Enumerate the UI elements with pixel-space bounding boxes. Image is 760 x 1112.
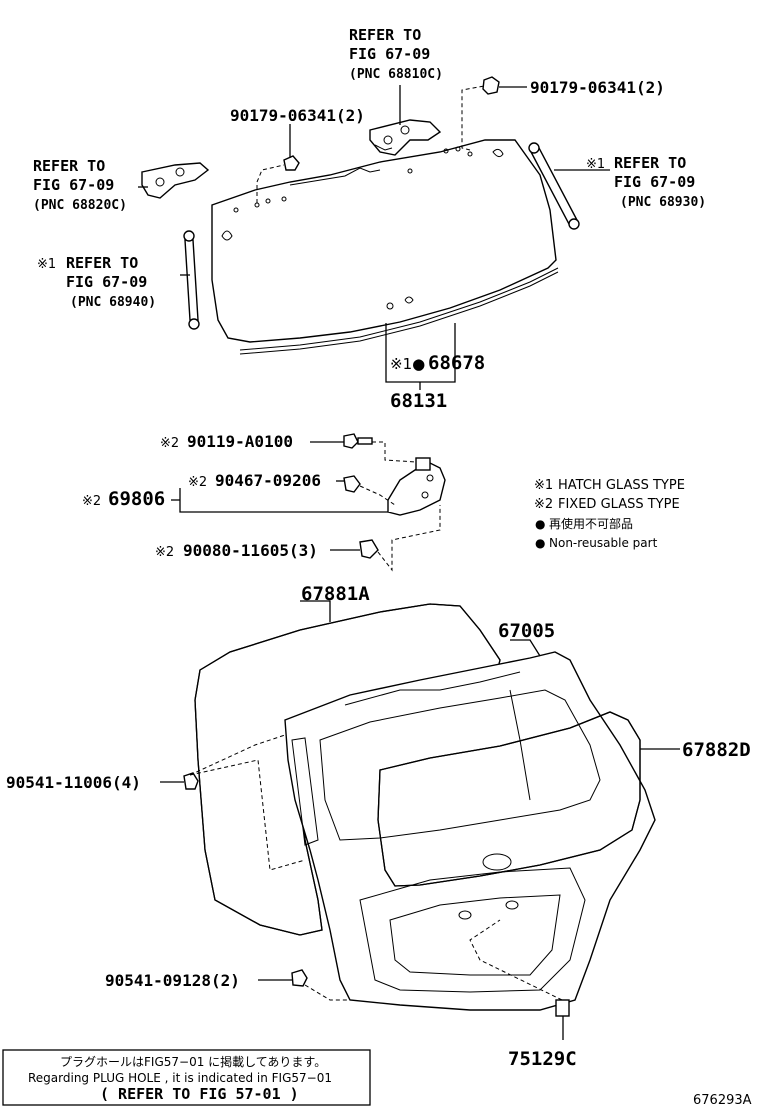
clip-90541-11006 (183, 772, 199, 790)
glass-sub-mark: ※1● (390, 355, 425, 373)
stopper-bracket (387, 457, 446, 516)
refer-right-line3: (PNC 68930) (620, 195, 706, 210)
hinge-center (369, 119, 442, 156)
plug-75129C (555, 999, 570, 1017)
legend-mark-4: ● (535, 536, 545, 550)
label-plug: 75129C (508, 1048, 577, 1070)
hinge-left (141, 162, 210, 199)
bracket-mark: ※2 (82, 494, 101, 509)
refer-strut-line1: REFER TO (66, 254, 138, 272)
back-door-panel-67005 (284, 651, 656, 1011)
refer-top-line1: REFER TO (349, 26, 421, 44)
legend: ※1 HATCH GLASS TYPE ※2 FIXED GLASS TYPE … (534, 478, 685, 550)
legend-text-1: HATCH GLASS TYPE (558, 478, 685, 493)
bolt-top-left (283, 155, 300, 171)
back-window-glass (211, 139, 559, 355)
figure-id: 676293A (693, 1093, 752, 1108)
bolt-90119-mark: ※2 (160, 436, 179, 451)
refer-top-line3: (PNC 68810C) (349, 67, 443, 82)
refer-strut-mark: ※1 (37, 257, 56, 272)
garnish-67882D (377, 711, 641, 887)
label-glass: 68131 (390, 390, 447, 412)
nut-90467 (343, 475, 361, 493)
refer-left-line1: REFER TO (33, 157, 105, 175)
note-box: プラグホールはFIG57−01 に掲載してあります。 Regarding PLU… (2, 1049, 371, 1106)
legend-mark-2: ※2 (534, 497, 553, 512)
screw-90080-mark: ※2 (155, 545, 174, 560)
legend-mark-1: ※1 (534, 478, 553, 493)
legend-text-2: FIXED GLASS TYPE (558, 497, 680, 512)
legend-text-4: Non-reusable part (549, 536, 658, 550)
clip-90541-09128 (291, 969, 308, 987)
refer-right-line1: REFER TO (614, 154, 686, 172)
label-screw-90080: 90080-11605(3) (183, 541, 318, 560)
refer-left-line3: (PNC 68820C) (33, 198, 127, 213)
strut-left (183, 230, 200, 330)
label-clip-11006: 90541-11006(4) (6, 773, 141, 792)
refer-right-line2: FIG 67-09 (614, 173, 695, 191)
note-line3: ( REFER TO FIG 57-01 ) (100, 1085, 299, 1103)
legend-mark-3: ● (535, 517, 545, 531)
label-clip-09128: 90541-09128(2) (105, 971, 240, 990)
nut-90467-mark: ※2 (188, 475, 207, 490)
label-glass-sub: 68678 (428, 352, 485, 374)
strut-right (528, 142, 580, 230)
legend-text-3: 再使用不可部品 (549, 516, 633, 531)
label-bolt-90119: 90119-A0100 (187, 432, 293, 451)
label-door-panel: 67005 (498, 620, 555, 642)
note-line1: プラグホールはFIG57−01 に掲載してあります。 (60, 1054, 326, 1069)
refer-strut-line3: (PNC 68940) (70, 295, 156, 310)
label-garnish: 67882D (682, 739, 751, 761)
label-bolt-left: 90179-06341(2) (230, 106, 365, 125)
refer-left-line2: FIG 67-09 (33, 176, 114, 194)
label-bolt-right: 90179-06341(2) (530, 78, 665, 97)
refer-strut-line2: FIG 67-09 (66, 273, 147, 291)
note-line2: Regarding PLUG HOLE , it is indicated in… (28, 1071, 332, 1085)
bolt-90119 (343, 433, 373, 449)
refer-top-line2: FIG 67-09 (349, 45, 430, 63)
label-weatherstrip: 67881A (301, 583, 370, 605)
label-nut-90467: 90467-09206 (215, 471, 321, 490)
screw-90080 (359, 539, 379, 559)
label-bracket: 69806 (108, 488, 165, 510)
bolt-top-right (482, 76, 500, 95)
refer-right-mark: ※1 (586, 157, 605, 172)
